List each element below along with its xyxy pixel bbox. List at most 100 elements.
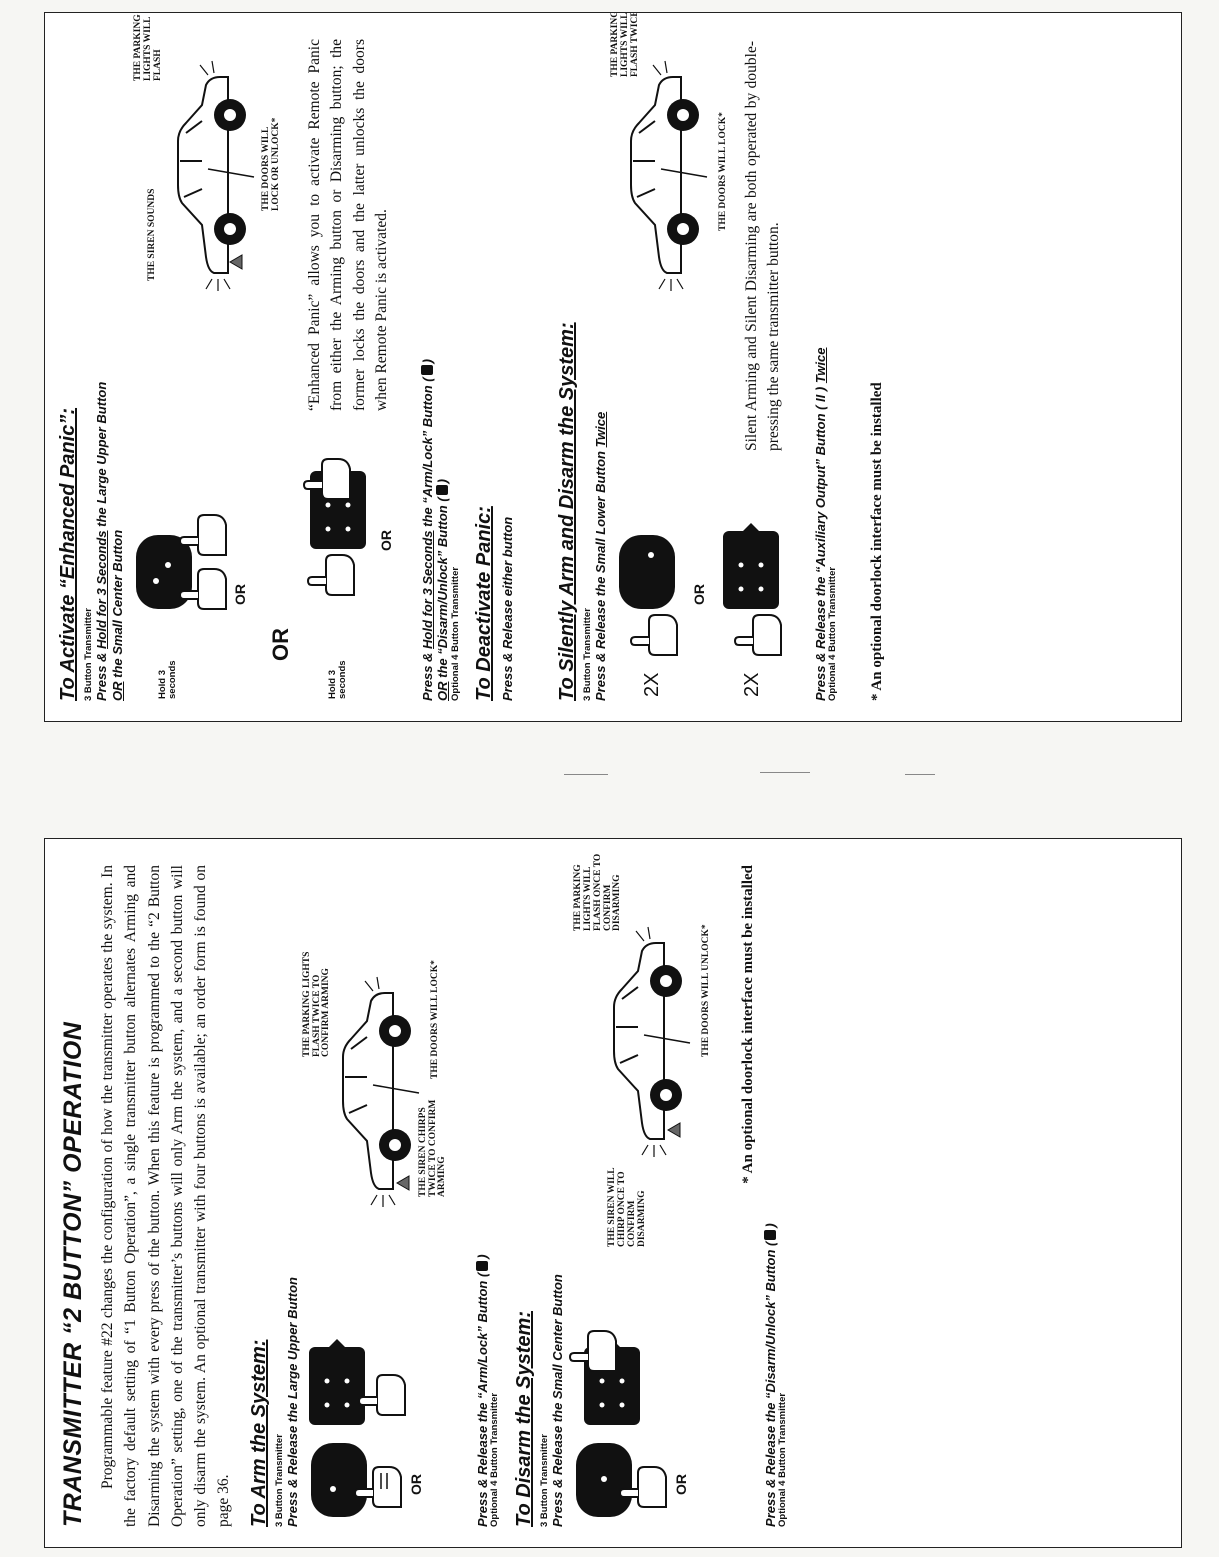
unlock-icon xyxy=(763,1229,776,1240)
panic-doors-caption: THE DOORS WILL LOCK OR UNLOCK* xyxy=(260,117,281,211)
silent-doors-caption: THE DOORS WILL LOCK* xyxy=(717,112,728,231)
siren-icon xyxy=(666,1122,681,1138)
siren-icon xyxy=(228,254,243,270)
unlock-icon xyxy=(436,485,449,496)
three-button-remote-icon xyxy=(135,535,192,609)
panic-heading: To Activate “Enhanced Panic”: xyxy=(57,407,79,701)
disarm-instruction: Press & Release the Small Center Button xyxy=(550,1274,565,1527)
hand-press-icon xyxy=(353,1466,402,1508)
car-side-icon xyxy=(629,60,708,291)
arm-figure: OR xyxy=(302,865,473,1527)
panic-figure: Hold 3 seconds OR OR Hold 3 seconds xyxy=(128,14,418,701)
disarm-siren-caption: THE SIREN WILL CHIRP ONCE TO CONFIRM DIS… xyxy=(606,1167,647,1247)
disarm-four-instr-a: Press & Release the “Disarm/Unlock” Butt… xyxy=(762,1241,778,1527)
hand-press-icon xyxy=(629,614,678,656)
panic-four-hold: Hold for 3 Seconds xyxy=(419,530,435,649)
silent-three-button-label: 3 Button Transmitter xyxy=(581,608,593,701)
disarm-lights-caption: THE PARKING LIGHTS WILL FLASH ONCE TO CO… xyxy=(572,853,623,931)
panic-description: “Enhanced Panic” allows you to activate … xyxy=(305,39,391,411)
intro-paragraph: Programmable feature #22 changes the con… xyxy=(99,865,233,1527)
panic-siren-caption: THE SIREN SOUNDS xyxy=(146,188,157,281)
panic-four-instr-d: the “Disarm/Unlock” Button ( xyxy=(435,497,451,682)
panic-hold-label-2: Hold 3 seconds xyxy=(326,660,349,699)
hand-press-icon xyxy=(178,568,227,610)
silent-figure: 2X OR 2X xyxy=(610,13,811,701)
footnote: * An optional doorlock interface must be… xyxy=(868,382,885,701)
panic-four-button-instruction: Press & Hold for 3 Seconds the “Arm/Lock… xyxy=(420,39,451,701)
disarm-four-button-instruction: Press & Release the “Disarm/Unlock” Butt… xyxy=(763,865,779,1527)
disarm-or-label: OR xyxy=(672,1474,689,1495)
silent-or-label: OR xyxy=(690,584,707,605)
silent-four-button-label: Optional 4 Button Transmitter xyxy=(827,566,839,701)
panic-four-instr-e: ) xyxy=(435,478,451,484)
silent-instr-twice: Twice xyxy=(593,411,609,448)
arm-four-button-instruction: Press & Release the “Arm/Lock” Button () xyxy=(475,865,491,1527)
right-page-panel: To Activate “Enhanced Panic”: 3 Button T… xyxy=(44,12,1182,722)
page-title: TRANSMITTER “2 BUTTON” OPERATION xyxy=(59,1021,87,1527)
left-page-panel: TRANSMITTER “2 BUTTON” OPERATION Program… xyxy=(44,838,1182,1548)
panic-four-instr-a: Press & xyxy=(419,648,435,701)
hand-press-icon xyxy=(357,1374,406,1416)
arm-four-button-label: Optional 4 Button Transmitter xyxy=(489,1392,501,1527)
hand-press-icon xyxy=(568,1330,617,1372)
panic-three-button-label: 3 Button Transmitter xyxy=(83,608,94,701)
silent-four-twice: Twice xyxy=(812,347,828,384)
panic-hold-label-1: Hold 3 seconds xyxy=(156,660,179,699)
disarm-doors-caption: THE DOORS WILL UNLOCK* xyxy=(700,924,711,1057)
silent-lights-caption: THE PARKING LIGHTS WILL FLASH TWICE xyxy=(609,12,640,77)
silent-four-button-instruction: Press & Release the “Auxiliary Output” B… xyxy=(812,39,829,702)
scan-mark xyxy=(905,774,935,776)
arm-four-instr-b: ) xyxy=(474,1254,490,1259)
arm-three-button-label: 3 Button Transmitter xyxy=(273,1434,285,1527)
disarm-four-instr-b: ) xyxy=(762,1223,778,1228)
arm-or-label: OR xyxy=(407,1474,424,1495)
hand-press-icon xyxy=(302,458,351,500)
silent-four-instr-a: Press & Release the “Auxiliary Output” B… xyxy=(812,383,828,701)
three-button-remote-icon xyxy=(310,1443,367,1517)
disarm-figure: OR xyxy=(568,854,738,1527)
panic-instruction: Press & Hold for 3 Seconds the Large Upp… xyxy=(94,39,125,701)
deactivate-heading: To Deactivate Panic: xyxy=(473,506,496,701)
deactivate-instruction: Press & Release either button xyxy=(500,516,516,701)
arm-doors-caption: THE DOORS WILL LOCK* xyxy=(429,960,440,1079)
disarm-four-button-label: Optional 4 Button Transmitter xyxy=(777,1392,789,1527)
arm-heading: To Arm the System: xyxy=(247,1339,270,1527)
panic-instr-hold: Hold for 3 Seconds xyxy=(94,530,110,649)
four-button-remote-icon xyxy=(722,523,779,609)
three-button-remote-icon xyxy=(618,535,675,609)
panic-instr-or: OR xyxy=(110,681,126,702)
left-page-content: TRANSMITTER “2 BUTTON” OPERATION Program… xyxy=(45,839,1181,1547)
right-page-content: To Activate “Enhanced Panic”: 3 Button T… xyxy=(45,13,1181,721)
car-side-icon xyxy=(341,976,419,1207)
silent-instruction: Press & Release the Small Lower Button T… xyxy=(593,39,609,701)
arm-instruction: Press & Release the Large Upper Button xyxy=(284,1277,300,1527)
footnote: * An optional doorlock interface must be… xyxy=(739,865,756,1184)
silent-multiplier-1: 2X xyxy=(640,672,663,697)
panic-instr-b: the Large Upper Button xyxy=(94,381,110,531)
lock-icon xyxy=(475,1260,488,1271)
car-side-icon xyxy=(176,60,254,291)
scan-mark xyxy=(760,772,810,774)
scan-mark xyxy=(564,774,608,776)
panic-instr-a: Press & xyxy=(94,648,110,701)
three-button-remote-icon xyxy=(575,1443,632,1517)
panic-four-or: OR xyxy=(435,681,451,702)
silent-description: Silent Arming and Silent Disarming are b… xyxy=(742,41,783,451)
lock-icon xyxy=(420,365,433,376)
hand-press-icon xyxy=(306,554,355,596)
hand-press-icon xyxy=(733,614,782,656)
arm-siren-caption: THE SIREN CHIRPS TWICE TO CONFIRM ARMING xyxy=(417,1099,448,1197)
silent-instr-a: Press & Release the Small Lower Button xyxy=(593,447,609,701)
panic-or-big: OR xyxy=(267,628,293,661)
panic-four-button-label: Optional 4 Button Transmitter xyxy=(449,566,461,701)
silent-heading: To Silently Arm and Disarm the System: xyxy=(555,322,578,701)
siren-icon xyxy=(395,1175,410,1191)
arm-four-instr-a: Press & Release the “Arm/Lock” Button ( xyxy=(474,1272,490,1527)
silent-multiplier-2: 2X xyxy=(740,672,763,697)
panic-or-small: OR xyxy=(231,584,248,605)
panic-instr-c: the Small Center Button xyxy=(110,529,126,682)
disarm-heading: To Disarm the System: xyxy=(512,1311,535,1527)
panic-or-small-2: OR xyxy=(377,530,394,551)
four-button-remote-icon xyxy=(308,1339,365,1425)
